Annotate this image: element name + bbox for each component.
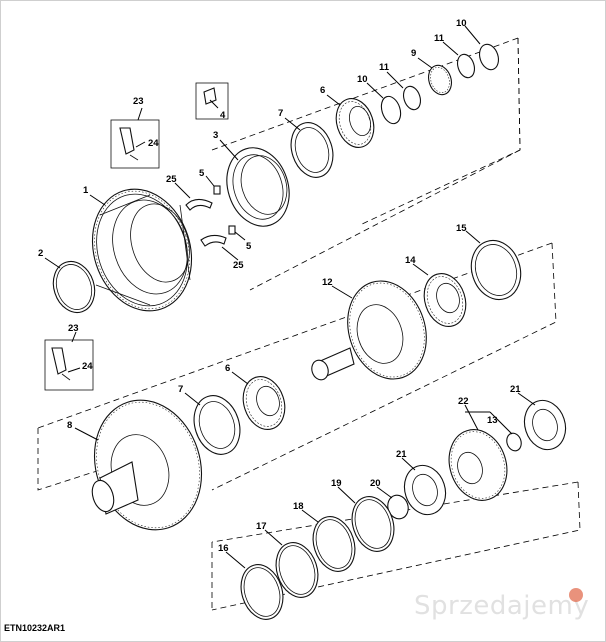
callout-22: 22 <box>458 396 469 407</box>
callout-18: 18 <box>293 501 304 512</box>
part-4-plate <box>195 82 229 120</box>
callout-6b: 6 <box>225 363 230 374</box>
callout-16: 16 <box>218 543 229 554</box>
part-18-ring <box>312 516 356 572</box>
callout-3: 3 <box>213 130 218 141</box>
callout-4: 4 <box>220 110 226 121</box>
part-10-ring-upper-b <box>478 43 500 71</box>
part-12-shaft-gear <box>311 280 427 381</box>
callout-9: 9 <box>411 48 416 59</box>
part-25-clip-upper <box>185 198 213 211</box>
callout-1: 1 <box>83 185 89 196</box>
callout-10b: 10 <box>456 18 467 29</box>
callout-25b: 25 <box>233 260 244 271</box>
callout-20: 20 <box>370 478 381 489</box>
part-19-ring <box>351 496 395 552</box>
callout-7b: 7 <box>178 384 183 395</box>
part-11-ring-upper-b <box>456 53 476 79</box>
callout-7a: 7 <box>278 108 283 119</box>
part-6-tapered-bearing-lower <box>242 376 286 430</box>
callout-10a: 10 <box>357 74 368 85</box>
part-23-plug-upper <box>110 119 160 169</box>
part-7-bearing-cup-upper <box>290 122 334 178</box>
callout-13: 13 <box>487 415 498 426</box>
callout-labels: 1 2 3 4 5 5 6 6 7 7 8 9 10 10 11 11 12 1… <box>38 18 521 554</box>
part-15-bearing-cup <box>470 239 522 301</box>
part-9-needle-bearing <box>428 64 452 96</box>
part-23-plug-lower <box>44 339 94 391</box>
callout-5a: 5 <box>199 168 205 179</box>
callout-15: 15 <box>456 223 467 234</box>
part-10-ring-upper-a <box>380 95 402 125</box>
part-22-gear <box>448 429 508 501</box>
part-25-clip-lower <box>200 234 227 247</box>
part-5-bolt-upper <box>213 185 221 195</box>
part-14-bearing <box>423 273 467 327</box>
callout-11b: 11 <box>434 33 445 44</box>
drawing-id-label: ETN10232AR1 <box>4 623 66 633</box>
part-16-ring <box>240 564 284 620</box>
callout-25a: 25 <box>166 174 177 185</box>
part-3-bearing-cup <box>226 147 290 227</box>
callout-21b: 21 <box>396 449 407 460</box>
callout-19: 19 <box>331 478 342 489</box>
part-2-snap-ring <box>52 260 96 314</box>
callout-2: 2 <box>38 248 43 259</box>
callout-23a: 23 <box>133 96 144 107</box>
callout-6a: 6 <box>320 85 325 96</box>
leader-lines <box>44 25 536 569</box>
callout-5b: 5 <box>246 241 252 252</box>
callout-24b: 24 <box>82 361 93 372</box>
callout-11a: 11 <box>379 62 390 73</box>
watermark-logo-dot <box>569 588 583 602</box>
callout-8: 8 <box>67 420 72 431</box>
callout-21a: 21 <box>510 384 521 395</box>
watermark-text: Sprzedajemy <box>414 591 590 621</box>
part-13-spacer <box>506 432 522 452</box>
callout-17: 17 <box>256 521 267 532</box>
callout-24a: 24 <box>148 138 159 149</box>
part-21-bearing-left <box>403 464 447 516</box>
part-5-bolt-lower <box>228 225 236 235</box>
part-7-bearing-cup-lower <box>193 395 241 455</box>
part-17-ring <box>275 542 319 598</box>
callout-14: 14 <box>405 255 416 266</box>
part-6-tapered-bearing-upper <box>335 98 375 148</box>
part-1-ring-gear-housing <box>91 188 193 312</box>
callout-23b: 23 <box>68 323 79 334</box>
callout-12: 12 <box>322 277 333 288</box>
part-8-large-gear <box>91 399 203 531</box>
part-21-bearing-right <box>523 399 567 451</box>
part-11-ring-upper-a <box>402 85 422 111</box>
